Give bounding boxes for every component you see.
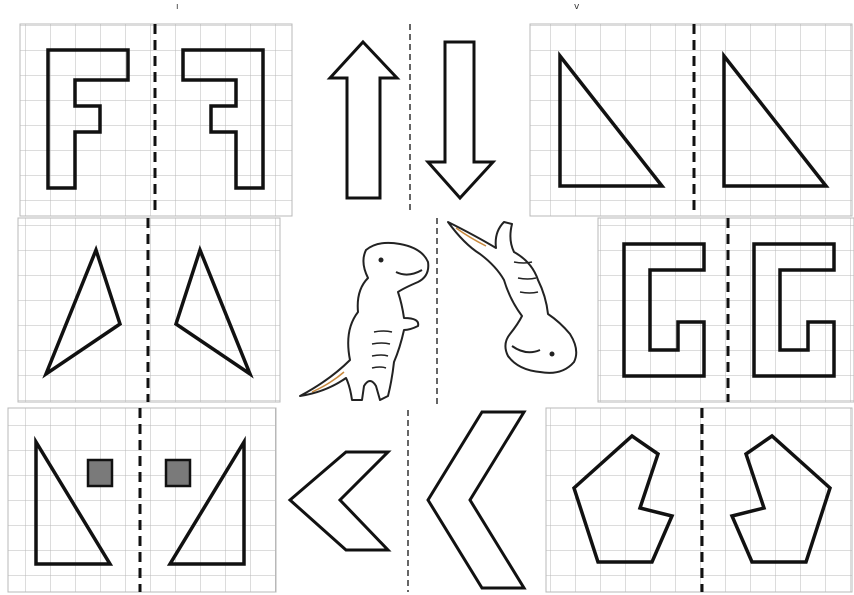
filled-square-icon	[88, 460, 112, 486]
dinosaur-rotated-icon	[448, 222, 576, 373]
arrow-up-icon	[330, 42, 397, 198]
panel-hexagon	[546, 408, 852, 592]
grid	[546, 408, 852, 592]
filled-square-mirror-icon	[166, 460, 190, 486]
panel-letter-f	[20, 24, 292, 216]
chevron-rotated-icon	[428, 412, 524, 588]
panel-triangle-square	[8, 408, 276, 592]
panel-letter-g	[598, 218, 854, 402]
dinosaur-icon	[300, 243, 428, 400]
panel-right-triangle	[530, 24, 852, 216]
panel-thin-triangle	[18, 218, 280, 402]
grid	[18, 218, 280, 402]
chevron-left-icon	[290, 452, 388, 550]
arrow-down-icon	[428, 42, 493, 198]
